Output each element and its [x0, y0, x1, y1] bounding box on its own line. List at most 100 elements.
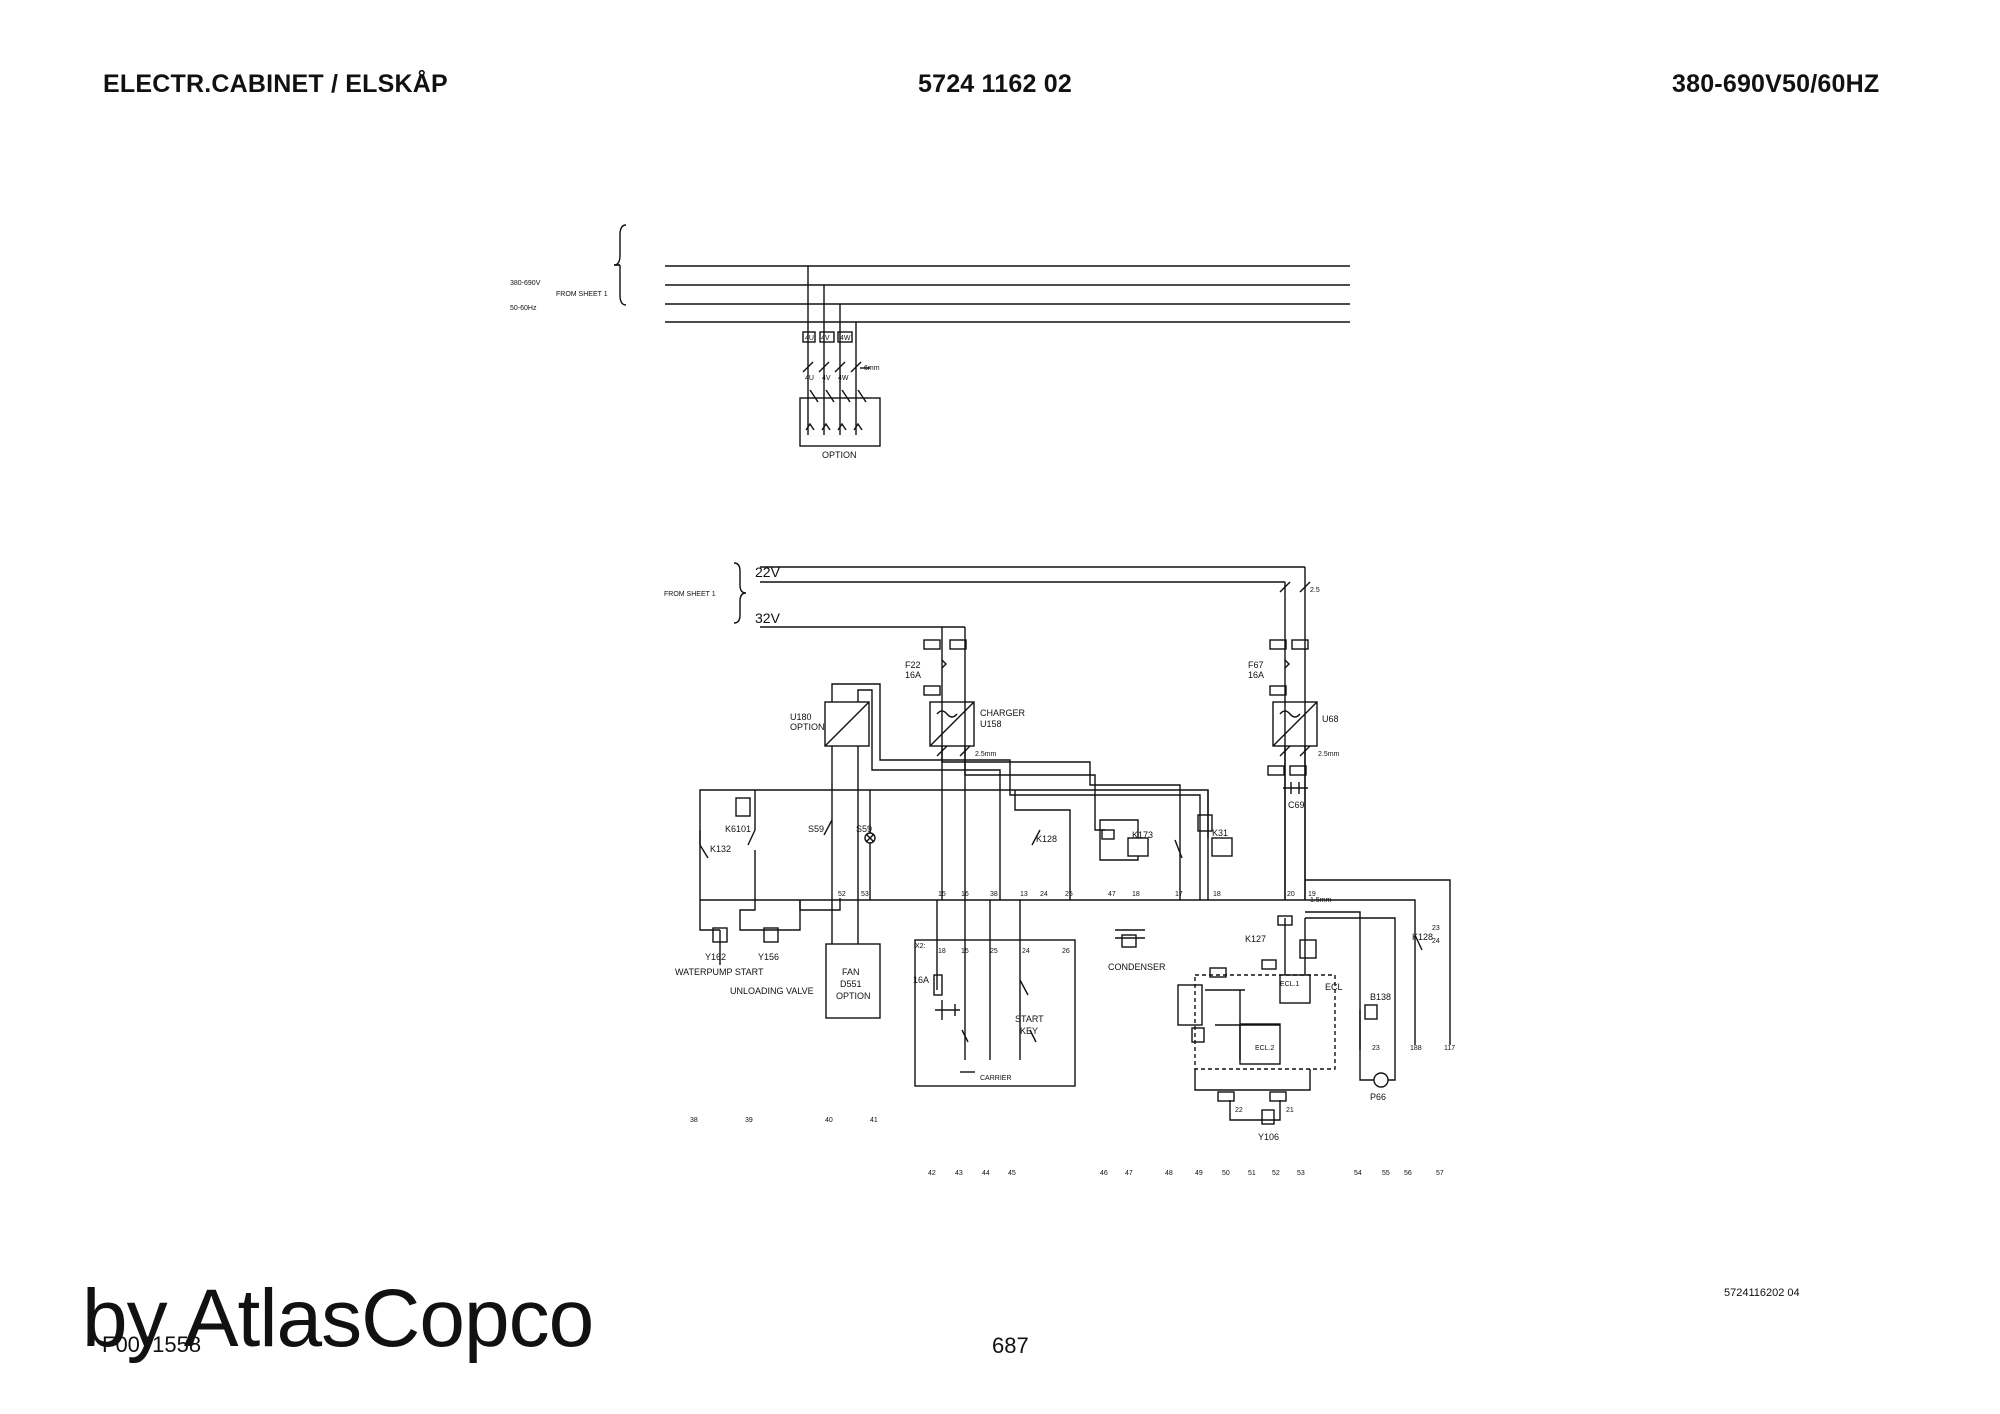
s59-contact-label: S59: [808, 824, 824, 834]
column-number: 55: [1382, 1170, 1390, 1177]
k128b-contact-23: 23: [1432, 925, 1440, 932]
f22-label: F22: [905, 660, 921, 670]
ecl1-label: ECL.1: [1280, 981, 1300, 988]
k128-label: K128: [1036, 834, 1057, 844]
k128b-label: K128: [1412, 932, 1433, 942]
s59-lamp-label: S59: [856, 824, 872, 834]
carrier-label: CARRIER: [980, 1075, 1012, 1082]
column-number: 42: [928, 1170, 936, 1177]
column-number: 50: [1222, 1170, 1230, 1177]
column-number: 47: [1125, 1170, 1133, 1177]
condenser-label: CONDENSER: [1108, 962, 1166, 972]
f22-rating: 16A: [905, 670, 921, 680]
ecl-wire-size: 1.5mm: [1310, 897, 1332, 904]
f67-label: F67: [1248, 660, 1264, 670]
column-number: 44: [982, 1170, 990, 1177]
x2-label: X2:: [915, 943, 926, 950]
y162-label: Y162: [705, 952, 726, 962]
k128b-contact-24: 24: [1432, 938, 1440, 945]
y106-label: Y106: [1258, 1132, 1279, 1142]
y106-terminal-21: 21: [1286, 1107, 1294, 1114]
k132-label: K132: [710, 844, 731, 854]
column-numbers-upper: 38 39 40 41: [690, 1117, 878, 1124]
column-number: 43: [955, 1170, 963, 1177]
bus-node-label: 20: [1287, 891, 1295, 898]
bus-node-label: 24: [1040, 891, 1048, 898]
bus-node-label: 47: [1108, 891, 1116, 898]
top-tap-4v: 4V: [822, 375, 831, 382]
carrier-fuse-label: 16A: [913, 975, 929, 985]
x2-terminal-labels: 18 15 25 24 26: [938, 948, 1070, 955]
bus-node-label: 18: [1213, 891, 1221, 898]
b138-label: B138: [1370, 992, 1391, 1002]
x2-terminal-label: 18: [938, 948, 946, 955]
top-terminal-4u: 4U: [805, 335, 814, 342]
top-terminal-4w: 4W: [840, 335, 851, 342]
bus-node-label: 52: [838, 891, 846, 898]
column-number: 39: [745, 1117, 753, 1124]
u180-sub-label: OPTION: [790, 722, 825, 732]
x2-terminal-label: 26: [1062, 948, 1070, 955]
column-number: 54: [1354, 1170, 1362, 1177]
waterpump-start-label: WATERPUMP START: [675, 967, 764, 977]
header-title: ELECTR.CABINET / ELSKÅP: [103, 70, 448, 98]
unloading-valve-label: UNLOADING VALVE: [730, 986, 814, 996]
k31-label: K31: [1212, 828, 1228, 838]
bus-node-label: 15: [938, 891, 946, 898]
charger-wire-size: 2.5mm: [975, 751, 997, 758]
start-label: START: [1015, 1014, 1044, 1024]
y106-terminal-22: 22: [1235, 1107, 1243, 1114]
fan-option-label: OPTION: [836, 991, 871, 1001]
top-frequency-label: 50-60Hz: [510, 305, 537, 312]
fan-label: FAN: [842, 967, 860, 977]
bus-node-label: 25: [1065, 891, 1073, 898]
rail-wire-size: 2.5: [1310, 587, 1320, 594]
column-number: 38: [690, 1117, 698, 1124]
header-document-number: 5724 1162 02: [918, 70, 1072, 98]
x2-terminal-label: 25: [990, 948, 998, 955]
column-number: 53: [1297, 1170, 1305, 1177]
option-box-label: OPTION: [822, 450, 857, 460]
top-tap-4u: 4U: [805, 375, 814, 382]
bus-node-label: 17: [1175, 891, 1183, 898]
u68-label: U68: [1322, 714, 1339, 724]
rail-22v-label: 22V: [755, 564, 781, 580]
column-number: 57: [1436, 1170, 1444, 1177]
p66-label: P66: [1370, 1092, 1386, 1102]
x2-terminal-label: 15: [961, 948, 969, 955]
atlascopco-brand: by AtlasCopco: [82, 1273, 594, 1364]
column-number: 49: [1195, 1170, 1203, 1177]
u180-label: U180: [790, 712, 812, 722]
column-number: 48: [1165, 1170, 1173, 1177]
column-number: 41: [870, 1117, 878, 1124]
bus-node-label: 38: [990, 891, 998, 898]
column-number: 56: [1404, 1170, 1412, 1177]
column-number: 51: [1248, 1170, 1256, 1177]
bus-node-label: 18: [1132, 891, 1140, 898]
x2-terminal-label: 24: [1022, 948, 1030, 955]
charger-label: CHARGER: [980, 708, 1026, 718]
ecl-label: ECL: [1325, 982, 1343, 992]
column-number: 40: [825, 1117, 833, 1124]
c69-label: C69: [1288, 800, 1305, 810]
k173-label: K173: [1132, 830, 1153, 840]
y156-label: Y156: [758, 952, 779, 962]
key-label: KEY: [1020, 1026, 1038, 1036]
b138-contact-23: 23: [1372, 1045, 1380, 1052]
k6101-label: K6101: [725, 824, 751, 834]
top-terminal-4v: 4V: [821, 335, 830, 342]
column-number: 46: [1100, 1170, 1108, 1177]
f67-rating: 16A: [1248, 670, 1264, 680]
d551-label: D551: [840, 979, 862, 989]
column-number: 52: [1272, 1170, 1280, 1177]
top-wire-size: 6mm: [864, 365, 880, 372]
sheet-reference: 5724116202 04: [1724, 1287, 1800, 1299]
bus-node-label: 13: [1020, 891, 1028, 898]
k127-label: K127: [1245, 934, 1266, 944]
ecl2-label: ECL.2: [1255, 1045, 1275, 1052]
bus-node-label: 16: [961, 891, 969, 898]
header-voltage-rating: 380-690V50/60HZ: [1672, 70, 1880, 98]
right-terminal-117: 117: [1444, 1045, 1455, 1052]
